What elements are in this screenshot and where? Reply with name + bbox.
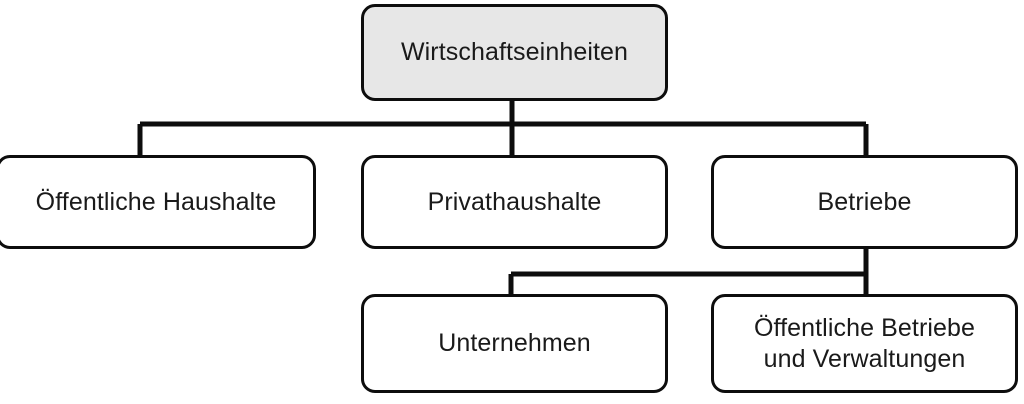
node-label: Betriebe	[817, 187, 912, 216]
node-betriebe[interactable]: Betriebe	[711, 155, 1018, 249]
node-unternehmen[interactable]: Unternehmen	[361, 294, 668, 393]
node-wirtschaftseinheiten[interactable]: Wirtschaftseinheiten	[361, 4, 668, 101]
node-label: Unternehmen	[438, 329, 591, 358]
node-oeffentliche-betriebe-und-verwaltungen[interactable]: Öffentliche Betriebe und Verwaltungen	[711, 294, 1018, 393]
node-label: Privathaushalte	[427, 187, 602, 216]
node-label: Öffentliche Haushalte	[35, 187, 277, 216]
node-oeffentliche-haushalte[interactable]: Öffentliche Haushalte	[0, 155, 316, 249]
node-label: Wirtschaftseinheiten	[400, 38, 629, 67]
node-label: Öffentliche Betriebe und Verwaltungen	[753, 314, 976, 373]
node-privathaushalte[interactable]: Privathaushalte	[361, 155, 668, 249]
